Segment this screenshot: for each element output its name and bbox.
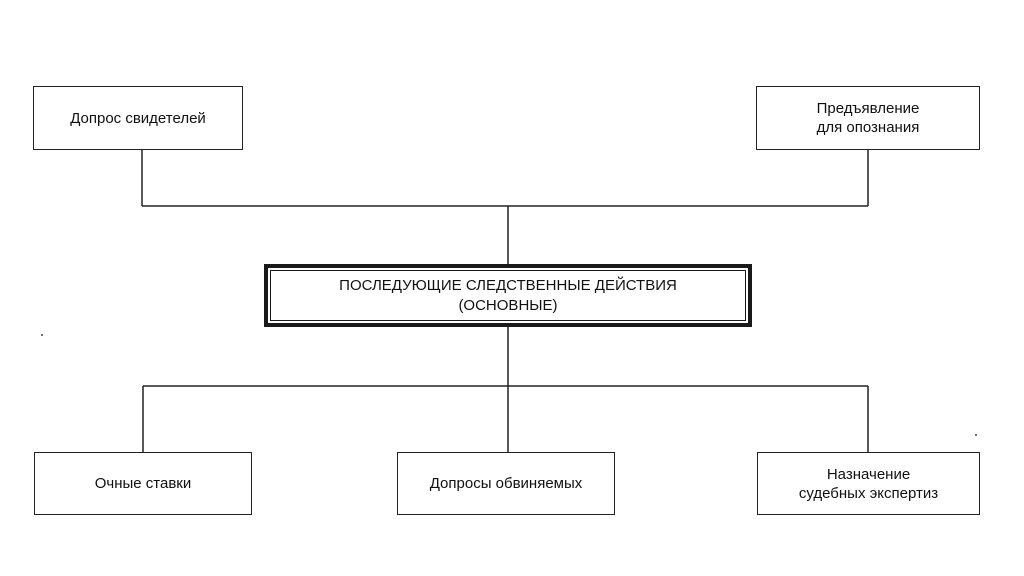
box-central-investigative-actions: ПОСЛЕДУЮЩИЕ СЛЕДСТВЕННЫЕ ДЕЙСТВИЯ (ОСНОВ…	[264, 264, 752, 327]
box-central-inner-frame: ПОСЛЕДУЮЩИЕ СЛЕДСТВЕННЫЕ ДЕЙСТВИЯ (ОСНОВ…	[270, 270, 746, 321]
box-forensic-examinations-label-1: Назначение	[826, 465, 911, 483]
box-witness-interrogation-label: Допрос свидетелей	[70, 109, 206, 127]
central-title-line1: ПОСЛЕДУЮЩИЕ СЛЕДСТВЕННЫЕ ДЕЙСТВИЯ	[339, 276, 677, 294]
box-identification-presentation-label-2: для опознания	[816, 119, 920, 136]
box-forensic-examinations-label-2: судебных экспертиз	[798, 484, 939, 502]
box-confrontations: Очные ставки	[34, 452, 252, 515]
box-accused-interrogations: Допросы обвиняемых	[397, 452, 615, 515]
box-identification-presentation: Предъявление для опознания	[756, 86, 980, 150]
central-title-line2: (ОСНОВНЫЕ)	[458, 296, 558, 314]
scan-speck	[41, 334, 43, 336]
box-identification-presentation-label-1: Предъявление	[816, 100, 920, 117]
box-accused-interrogations-label: Допросы обвиняемых	[429, 475, 583, 492]
box-forensic-examinations: Назначение судебных экспертиз	[757, 452, 980, 515]
box-confrontations-label: Очные ставки	[94, 475, 192, 492]
scan-speck	[975, 434, 977, 436]
box-witness-interrogation: Допрос свидетелей	[33, 86, 243, 150]
